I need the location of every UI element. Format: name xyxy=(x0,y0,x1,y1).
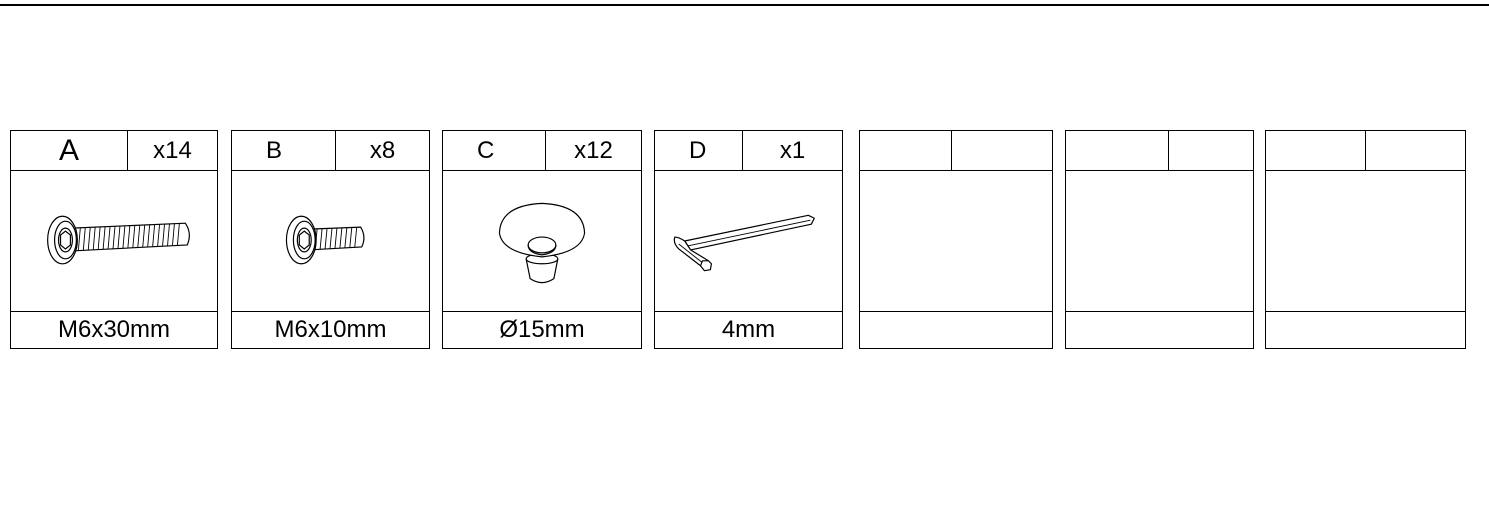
part-image xyxy=(860,171,1052,313)
part-size: 4mm xyxy=(655,311,842,348)
part-quantity: x8 xyxy=(369,136,396,164)
part-header: A x14 xyxy=(11,131,217,171)
part-box-d: D x1 4mm xyxy=(654,130,843,349)
part-letter: A xyxy=(11,131,128,170)
part-letter xyxy=(1066,131,1169,170)
part-letter: B xyxy=(232,131,336,170)
part-size xyxy=(1266,311,1465,348)
part-letter: D xyxy=(655,131,743,170)
part-size xyxy=(1066,311,1253,348)
part-box-empty-2 xyxy=(1065,130,1254,349)
part-size: Ø15mm xyxy=(443,311,641,348)
part-header: C x12 xyxy=(443,131,641,171)
part-size: M6x10mm xyxy=(232,311,429,348)
part-image xyxy=(655,171,842,313)
part-header xyxy=(860,131,1052,171)
part-letter xyxy=(1266,131,1366,170)
top-rule xyxy=(0,4,1489,6)
part-quantity xyxy=(1366,131,1465,170)
part-letter: C xyxy=(443,131,546,170)
part-box-empty-1 xyxy=(859,130,1053,349)
short-bolt-icon xyxy=(285,215,365,265)
part-box-a: A x14 xyxy=(10,130,218,349)
part-box-b: B x8 xyxy=(231,130,430,349)
part-quantity xyxy=(952,131,1052,170)
hex-key-icon xyxy=(673,214,815,272)
part-box-empty-3 xyxy=(1265,130,1466,349)
part-image xyxy=(1266,171,1465,313)
part-quantity: x1 xyxy=(779,136,806,164)
part-size xyxy=(860,311,1052,348)
part-image xyxy=(232,171,429,313)
bumper-pad-icon xyxy=(498,202,586,284)
part-quantity: x12 xyxy=(574,136,613,164)
part-quantity: x14 xyxy=(153,136,192,164)
part-image xyxy=(11,171,217,313)
part-size: M6x30mm xyxy=(11,311,217,348)
part-image xyxy=(1066,171,1253,313)
part-image xyxy=(443,171,641,313)
part-header: D x1 xyxy=(655,131,842,171)
part-header xyxy=(1066,131,1253,171)
part-header xyxy=(1266,131,1465,171)
part-quantity xyxy=(1169,131,1253,170)
long-bolt-icon xyxy=(47,215,190,265)
part-box-c: C x12 Ø15mm xyxy=(442,130,642,349)
part-header: B x8 xyxy=(232,131,429,171)
part-letter xyxy=(860,131,952,170)
